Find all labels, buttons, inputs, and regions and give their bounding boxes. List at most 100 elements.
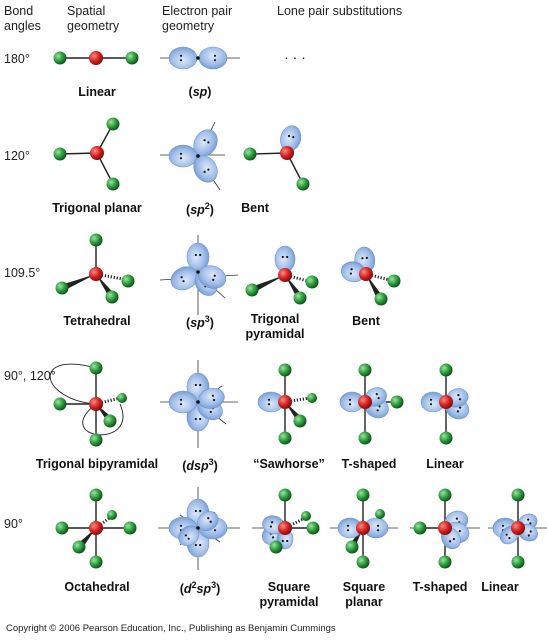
lone-pair-dot	[350, 268, 353, 271]
lone-pair-dot	[212, 278, 215, 281]
electron-pair-geometry-header: Electron pair geometry	[162, 4, 233, 33]
sub-label-t-shaped-1: T-shaped	[341, 457, 397, 471]
nucleus-dot	[196, 270, 200, 274]
lone-pair-dot	[207, 141, 210, 144]
lone-pair-dot	[199, 383, 202, 387]
lone-pair-dot	[199, 509, 202, 513]
ligand-atom	[243, 147, 257, 161]
ligand-atom	[307, 393, 317, 403]
lone-pair-dot	[179, 157, 183, 160]
lone-pair-dot	[179, 398, 183, 401]
ligand-atom	[106, 117, 120, 131]
ligand-atom	[55, 281, 69, 295]
lone-pair-dot	[429, 403, 433, 406]
lone-pair-dot	[529, 530, 532, 533]
spatial-label-trigonal-planar: Trigonal planar	[52, 201, 142, 215]
lone-pair-dot	[375, 392, 378, 396]
lone-pair-dot	[187, 537, 190, 540]
central-atom	[438, 521, 452, 535]
angle-row-5: 90°	[4, 517, 23, 531]
sub-label-linear-1: Linear	[426, 457, 464, 471]
nucleus-dot	[196, 400, 200, 404]
lone-pair-substitutions-header: Lone pair substitutions	[277, 4, 403, 18]
ligand-atom	[117, 393, 127, 403]
ligand-atom	[105, 290, 119, 304]
central-atom	[90, 146, 104, 160]
angle-row-3: 109.5°	[4, 266, 41, 280]
lone-pair-dot	[286, 255, 289, 259]
lone-pair-dot	[292, 136, 295, 139]
lone-pair-dot	[203, 139, 206, 142]
lone-pair-dot	[458, 406, 462, 409]
central-atom	[89, 267, 103, 281]
lone-pair-dot	[180, 276, 183, 279]
lone-pair-dot	[211, 394, 214, 397]
central-atom	[439, 395, 453, 409]
ligand-atom	[438, 488, 452, 502]
central-atom	[356, 521, 370, 535]
lone-pair-dot	[199, 253, 202, 257]
wedge-bond	[250, 275, 285, 293]
lone-pair-dot	[179, 59, 183, 62]
lone-pair-dot	[199, 543, 202, 547]
lone-pair-dot	[194, 543, 197, 547]
electron-lobe	[198, 46, 228, 70]
ligand-atom	[374, 292, 388, 306]
lone-pair-dot	[194, 383, 197, 387]
lone-pair-dot	[209, 520, 212, 523]
sub-label-sawhorse: “Sawhorse”	[253, 457, 325, 471]
lone-pair-dot	[207, 517, 210, 520]
central-atom	[89, 397, 103, 411]
lone-pair-dot	[377, 396, 380, 400]
lone-pair-dot	[267, 398, 271, 401]
ligand-atom	[103, 414, 117, 428]
central-atom	[278, 268, 292, 282]
ligand-atom	[245, 283, 259, 297]
ligand-atom	[356, 555, 370, 569]
spatial-geometry-header: Spatial geometry	[67, 4, 120, 33]
lone-pair-dot	[458, 398, 462, 401]
ligand-atom	[89, 433, 103, 447]
lone-pair-dot	[529, 522, 532, 525]
lone-pair-dot	[455, 517, 458, 520]
lone-pair-dot	[287, 134, 291, 138]
lone-pair-dot	[452, 537, 456, 541]
lone-pair-dot	[281, 255, 284, 259]
lone-pair-dot	[457, 394, 460, 397]
ligand-atom	[387, 274, 401, 288]
lone-pair-dot	[179, 403, 183, 406]
lone-pair-dot	[182, 280, 185, 283]
hybrid-label-1: (sp)	[188, 85, 212, 99]
ligand-atom	[358, 363, 372, 377]
ligand-atom	[306, 521, 320, 535]
lone-pair-dot	[346, 529, 350, 532]
lone-pair-dot	[286, 539, 289, 543]
substitution-ellipsis: · · ·	[284, 49, 306, 65]
central-atom	[359, 267, 373, 281]
ligand-atom	[296, 177, 310, 191]
ligand-atom	[123, 521, 137, 535]
electron-lobe	[168, 144, 198, 168]
ligand-atom	[293, 414, 307, 428]
nucleus-dot	[196, 526, 200, 530]
lone-pair-dot	[213, 54, 217, 57]
sub-label-linear-2: Linear	[481, 580, 519, 594]
ligand-atom	[89, 361, 103, 375]
central-atom	[278, 395, 292, 409]
wedge-bond	[60, 274, 96, 291]
ligand-atom	[439, 363, 453, 377]
lone-pair-dot	[501, 524, 505, 527]
lone-pair-dot	[458, 529, 461, 533]
angle-arc	[82, 403, 124, 436]
lone-pair-dot	[361, 257, 364, 260]
hybrid-label-2: (sp2)	[186, 201, 214, 218]
lone-pair-dot	[194, 417, 197, 421]
ligand-atom	[345, 540, 359, 554]
sub-label-bent-1: Bent	[241, 201, 269, 215]
ligand-atom	[278, 363, 292, 377]
central-atom	[280, 146, 294, 160]
sub-label-square-planar: Square planar	[342, 580, 386, 609]
spatial-label-trigonal-bipyramidal: Trigonal bipyramidal	[35, 457, 159, 471]
lone-pair-dot	[194, 509, 197, 513]
ligand-atom	[125, 51, 139, 65]
